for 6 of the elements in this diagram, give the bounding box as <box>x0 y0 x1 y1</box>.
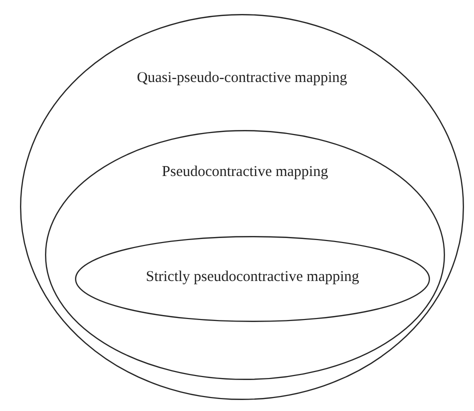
set-label: Strictly pseudocontractive mapping <box>146 269 360 286</box>
set-label: Quasi-pseudo-contractive mapping <box>136 70 348 87</box>
set-ellipse <box>45 130 445 380</box>
set-label: Pseudocontractive mapping <box>162 164 328 181</box>
set-ellipse <box>20 14 464 400</box>
set-ellipse <box>75 236 430 322</box>
